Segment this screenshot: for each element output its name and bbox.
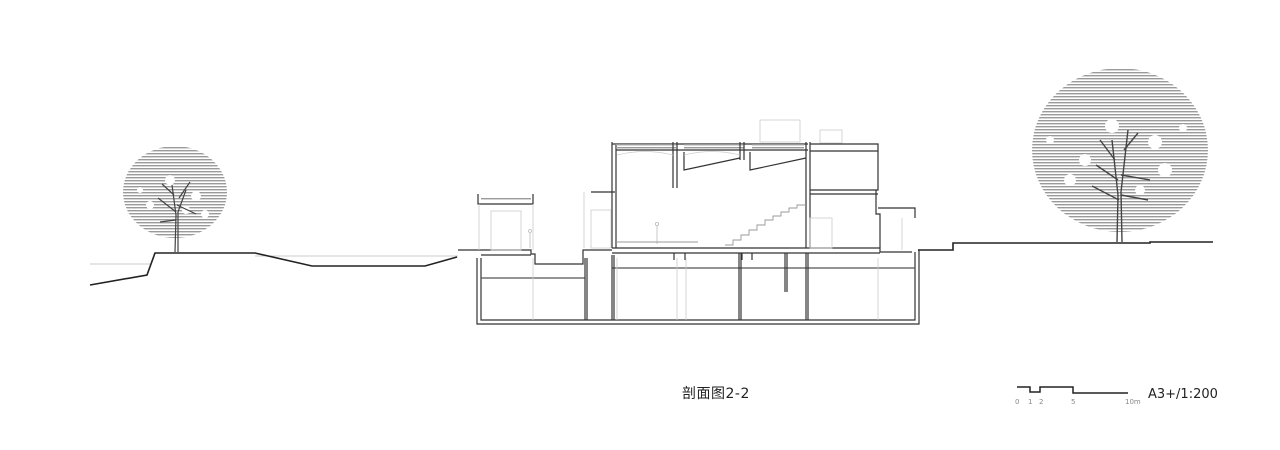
scale-tick-0: 0 [1015, 398, 1020, 406]
left-tree-icon [123, 146, 227, 253]
right-tree-icon [1032, 68, 1208, 243]
scale-tick-2: 2 [1039, 398, 1044, 406]
scale-label: A3+/1:200 [1148, 387, 1218, 402]
drawing-title: 剖面图2-2 [682, 386, 750, 402]
terrain-left [89, 252, 458, 286]
building-section [458, 119, 920, 325]
scale-tick-1: 1 [1028, 398, 1033, 406]
scale-bar [1017, 386, 1128, 394]
scale-tick-10: 10m [1125, 398, 1141, 406]
terrain-right [918, 241, 1213, 251]
scale-tick-5: 5 [1071, 398, 1076, 406]
